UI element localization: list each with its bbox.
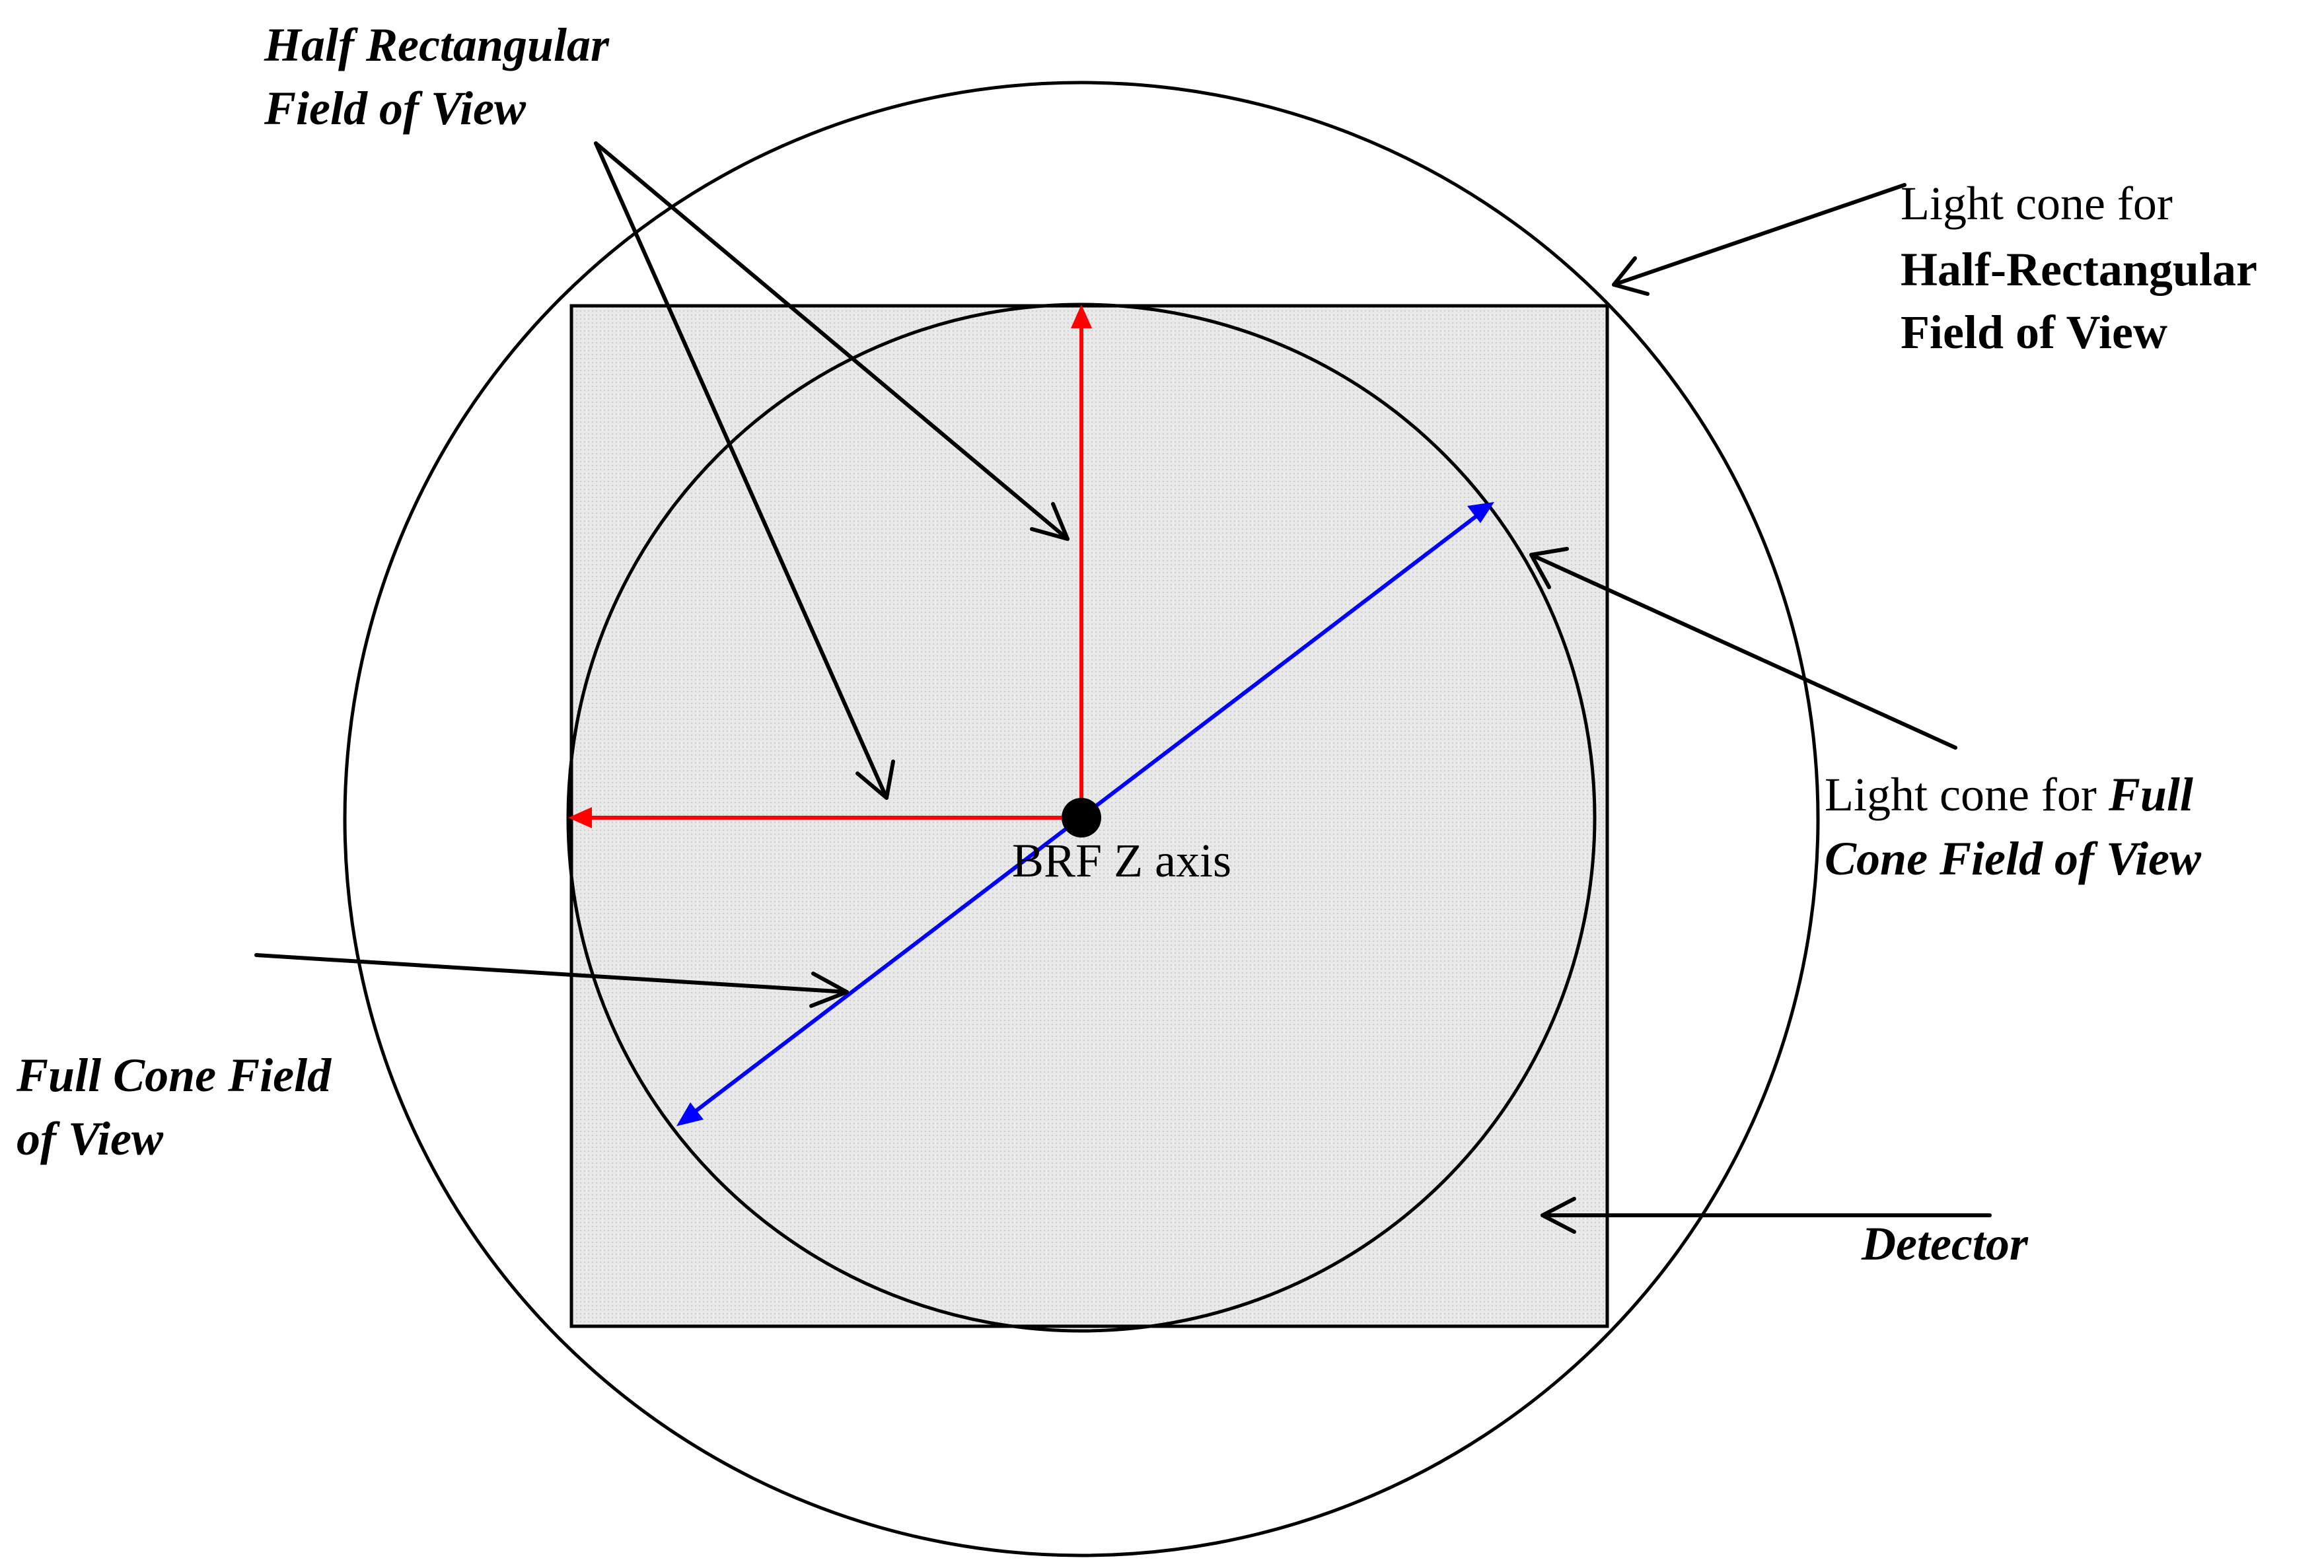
pointer-arrows	[254, 141, 1992, 1234]
brf-z-axis-label: BRF Z axis	[1012, 834, 1231, 887]
light-cone-half-rect-label-line3: Field of View	[1901, 306, 2167, 359]
blue-arrowhead-lower-left	[676, 1102, 704, 1126]
half-rect-fov-label-line2: Field of View	[264, 82, 527, 135]
red-vertical-arrowhead	[1071, 304, 1092, 328]
pointer-half-rect-to-vertical-head	[1030, 502, 1070, 541]
light-cone-full-label-line1: Light cone for Full	[1825, 768, 2193, 821]
pointer-full-cone	[254, 953, 849, 994]
full-cone-fov-label-line1: Full Cone Field	[16, 1049, 332, 1102]
pointer-outer-circle-head	[1612, 256, 1650, 296]
pointer-inner-circle-head	[1529, 547, 1569, 589]
red-horizontal-arrowhead	[568, 807, 592, 828]
light-cone-full-prefix: Light cone for	[1825, 768, 2109, 821]
detector-label: Detector	[1861, 1217, 2029, 1270]
outer-light-cone-circle	[343, 81, 1820, 1557]
pointer-half-rect-to-vertical	[594, 141, 1070, 541]
half-rect-fov-label-line1: Half Rectangular	[264, 18, 610, 71]
pointer-full-cone-head	[809, 972, 849, 1008]
pointer-inner-circle	[1529, 553, 1957, 750]
light-cone-full-label-line2: Cone Field of View	[1825, 832, 2202, 885]
half-rect-fov-arrows	[568, 304, 1092, 828]
pointer-detector-head	[1541, 1197, 1576, 1234]
pointer-outer-circle	[1612, 183, 1906, 287]
light-cone-half-rect-label-line1: Light cone for	[1901, 177, 2173, 230]
blue-arrowhead-upper-right	[1467, 502, 1494, 523]
light-cone-half-rect-label-line2: Half-Rectangular	[1901, 243, 2257, 296]
brf-z-axis-dot	[1062, 798, 1101, 837]
pointer-half-rect-to-horizontal-head	[855, 760, 895, 800]
full-cone-fov-label-line2: of View	[17, 1112, 164, 1165]
light-cone-full-emph: Full	[2108, 768, 2193, 821]
pointer-half-rect-to-horizontal	[594, 141, 889, 800]
